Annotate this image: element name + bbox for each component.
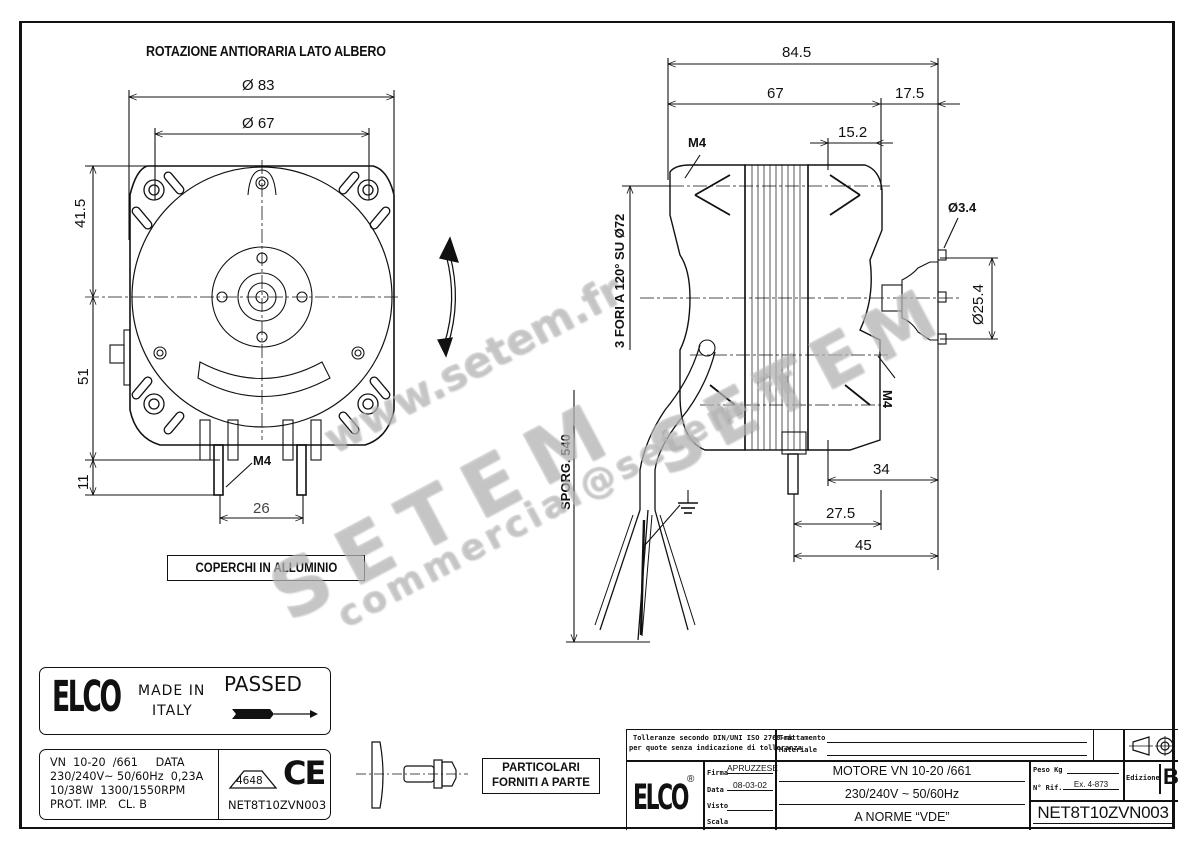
approval-mark-icon xyxy=(228,770,278,789)
thread-label-bottom: M4 xyxy=(880,390,895,409)
dim-upper-height: 41.5 xyxy=(72,198,89,228)
dim-outer-diameter: Ø 83 xyxy=(242,77,275,94)
dim-bolt-circle: Ø 67 xyxy=(242,115,275,132)
dim-total-length: 84.5 xyxy=(782,44,812,61)
data-label: Data xyxy=(707,786,724,794)
dim-flange-offset: 15.2 xyxy=(838,124,868,141)
drawing-frame xyxy=(19,21,1175,829)
drawing-number: NET8T10ZVN003 xyxy=(1033,803,1173,824)
rotation-note: ROTAZIONE ANTIORARIA LATO ALBERO xyxy=(146,44,386,60)
passed-arrow-icon xyxy=(232,709,318,719)
loose-parts-note: PARTICOLARI FORNITI A PARTE xyxy=(482,758,600,794)
visto-field xyxy=(727,810,773,811)
loose-parts-drawing xyxy=(356,741,468,809)
firma-label: Firma xyxy=(707,769,729,777)
ce-mark: CE xyxy=(283,754,326,792)
spec-line-1: VN 10-20 /661 DATA xyxy=(50,756,185,769)
tolerance-note-2: per quote senza indicazione di tolleranz… xyxy=(629,744,802,752)
dim-lower-height: 51 xyxy=(75,368,92,385)
spec-line-2: 230/240V~ 50/60Hz 0,23A xyxy=(50,770,204,783)
title-block-elco-logo: ELCO xyxy=(633,776,689,818)
registered-mark: ® xyxy=(687,774,695,785)
treatment-label: Trattamento xyxy=(779,734,826,742)
scala-label: Scala xyxy=(707,818,729,826)
side-view-drawing xyxy=(566,58,998,644)
front-view-drawing xyxy=(85,90,400,524)
treatment-field xyxy=(827,742,1087,743)
tolerance-note-1: Tolleranze secondo DIN/UNI ISO 2768-mk xyxy=(633,734,794,742)
dim-hub-hole: Ø3.4 xyxy=(948,200,977,215)
spec-line-4: PROT. IMP. CL. B xyxy=(50,798,147,811)
dim-shaft-projection: 17.5 xyxy=(895,85,925,102)
dim-stud-length: 11 xyxy=(75,474,92,490)
title-block: Tolleranze secondo DIN/UNI ISO 2768-mk p… xyxy=(626,729,1179,830)
hole-pattern-note: 3 FORI A 120° SU Ø72 xyxy=(612,213,627,348)
title-line-1: MOTORE VN 10-20 /661 xyxy=(779,764,1025,782)
visto-label: Visto xyxy=(707,802,729,810)
dim-34: 34 xyxy=(873,461,890,478)
peso-label: Peso Kg xyxy=(1033,766,1063,774)
title-line-3: A NORME “VDE” xyxy=(779,810,1025,828)
dim-hub-pcd: Ø25.4 xyxy=(970,284,987,325)
edition-value: B xyxy=(1163,764,1179,789)
rif-value: Ex. 4-873 xyxy=(1063,780,1119,790)
rotation-arrow-drawing xyxy=(437,236,459,358)
approval-number: 4648 xyxy=(236,775,263,787)
dim-27-5: 27.5 xyxy=(826,505,856,522)
rif-label: N° Rif. xyxy=(1033,784,1063,792)
dim-45: 45 xyxy=(855,537,872,554)
data-value: 08-03-02 xyxy=(727,780,773,791)
dim-body-length: 67 xyxy=(767,85,784,102)
dim-stud-spacing: 26 xyxy=(253,500,270,517)
material-label: Materiale xyxy=(779,746,817,754)
spec-label-panel: VN 10-20 /661 DATA 230/240V~ 50/60Hz 0,2… xyxy=(39,749,331,820)
projection-symbol-icon xyxy=(1129,736,1175,756)
made-in-line-1: MADE IN xyxy=(138,683,206,699)
cover-material-note: COPERCHI IN ALLUMINIO xyxy=(167,555,365,581)
edition-label: Edizione xyxy=(1126,774,1160,782)
brand-label-panel: ELCO MADE IN ITALY PASSED xyxy=(39,667,331,735)
title-line-2: 230/240V ~ 50/60Hz xyxy=(779,787,1025,805)
material-field xyxy=(827,755,1087,756)
peso-field xyxy=(1067,773,1119,774)
spec-line-3: 10/38W 1300/1550RPM xyxy=(50,784,186,797)
passed-stamp: PASSED xyxy=(224,672,302,696)
made-in-line-2: ITALY xyxy=(152,703,193,719)
stud-thread-label: M4 xyxy=(253,453,272,468)
label-code: NET8T10ZVN003 xyxy=(228,798,327,812)
firma-value: APRUZZESE xyxy=(727,763,779,774)
cable-length-note: SPORG. 540 xyxy=(558,434,573,510)
elco-logo: ELCO xyxy=(52,672,122,723)
thread-label-top: M4 xyxy=(688,135,707,150)
